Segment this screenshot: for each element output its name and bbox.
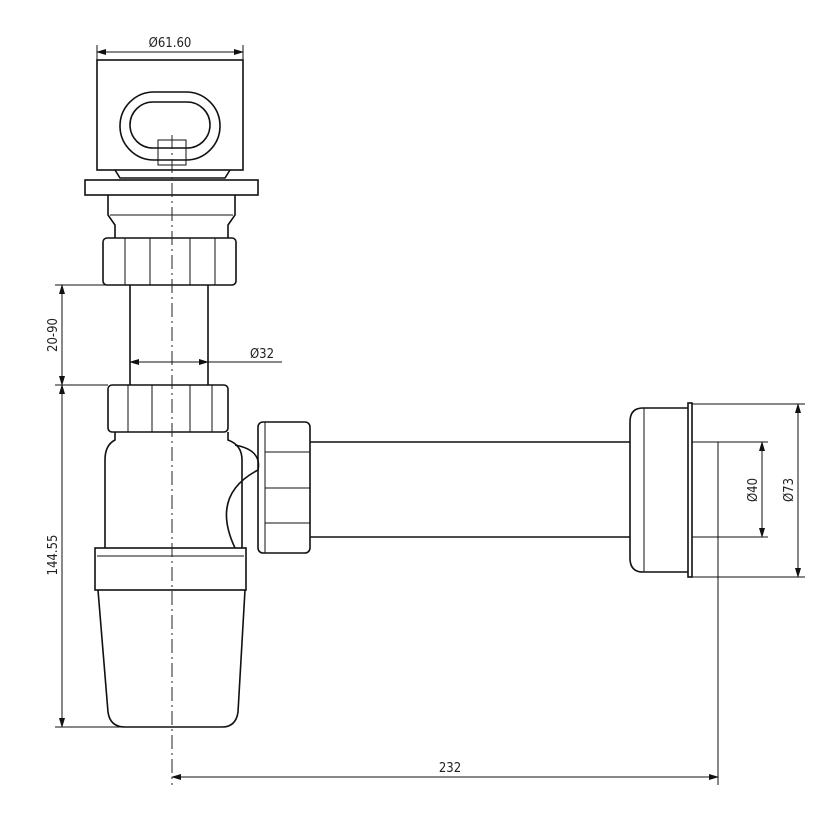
dimension-pipe: Ø32 (129, 347, 282, 365)
label-horizontal-reach: 232 (439, 761, 461, 776)
vertical-pipe (129, 285, 209, 385)
dimension-left: 20-90 144.55 (46, 284, 130, 728)
horizontal-pipe (310, 441, 630, 538)
dimension-outlet: Ø40 Ø73 (746, 403, 801, 578)
plug-cap (96, 45, 244, 179)
dimension-cap: Ø61.60 (96, 36, 244, 55)
side-nut (257, 421, 311, 554)
dimension-reach: 232 (171, 761, 719, 780)
lower-nut (107, 384, 229, 433)
label-trap-height: 144.55 (46, 535, 61, 576)
upper-nut (102, 237, 237, 286)
wall-flange (629, 402, 805, 785)
trap-body (94, 432, 260, 728)
label-cap-diameter: Ø61.60 (149, 36, 192, 51)
label-pipe-diameter: Ø32 (250, 347, 274, 362)
label-extension-range: 20-90 (46, 318, 61, 352)
label-outlet-inner: Ø40 (746, 478, 761, 502)
label-outlet-outer: Ø73 (782, 478, 797, 502)
